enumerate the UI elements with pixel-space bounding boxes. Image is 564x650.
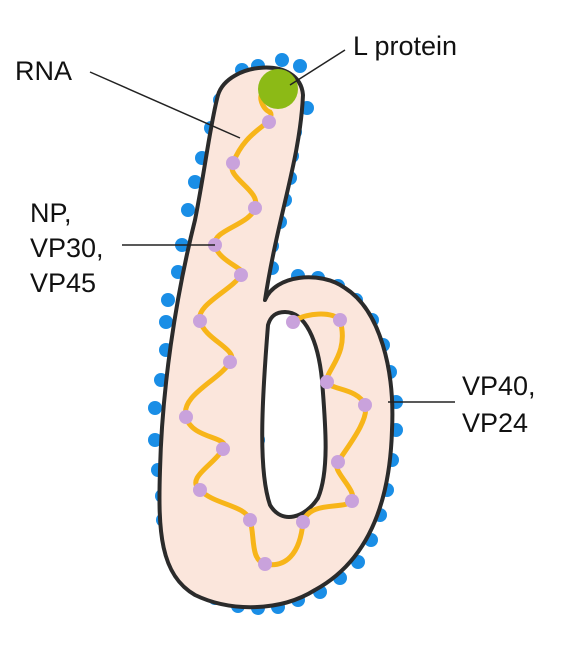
nucleoprotein-dot [216,442,230,456]
nucleoprotein-dot [296,515,310,529]
nucleoprotein-dot [193,483,207,497]
nucleoprotein-dot [258,557,272,571]
nucleoprotein-dot [345,494,359,508]
rna-leader-line [89,71,241,139]
nucleoprotein-dot [193,314,207,328]
np-label-line3: VP45 [30,268,96,298]
nucleoprotein-dot [333,313,347,327]
surface-glycoprotein-dot [275,53,289,67]
nucleoprotein-dots [179,115,372,571]
virion-membrane [157,65,395,610]
surface-glycoprotein-dot [159,315,173,329]
nucleoprotein-dot [179,410,193,424]
vp-label-line2: VP24 [462,408,528,438]
rna-strand [183,89,369,568]
nucleoprotein-dot [248,201,262,215]
nucleoprotein-dot [358,398,372,412]
nucleoprotein-dot [331,455,345,469]
surface-glycoprotein-dot [148,401,162,415]
nucleoprotein-dot [243,513,257,527]
l-protein-icon [258,69,298,109]
surface-glycoprotein-dot [188,175,202,189]
nucleoprotein-dot [286,315,300,329]
l-protein-label: L protein [353,31,457,61]
nucleoprotein-dot [223,355,237,369]
surface-glycoprotein-dot [161,293,175,307]
vp-label-line1: VP40, [462,371,536,401]
nucleoprotein-dot [262,115,276,129]
surface-glycoprotein-dot [181,203,195,217]
surface-glycoprotein-dot [293,59,307,73]
nucleoprotein-dot [234,268,248,282]
surface-glycoprotein-dot [148,433,162,447]
np-label-line2: VP30, [30,233,104,263]
nucleoprotein-dot [226,156,240,170]
rna-label: RNA [15,56,72,86]
nucleoprotein-dot [320,375,334,389]
l-protein-leader-line [289,49,346,86]
np-label-line1: NP, [30,198,72,228]
